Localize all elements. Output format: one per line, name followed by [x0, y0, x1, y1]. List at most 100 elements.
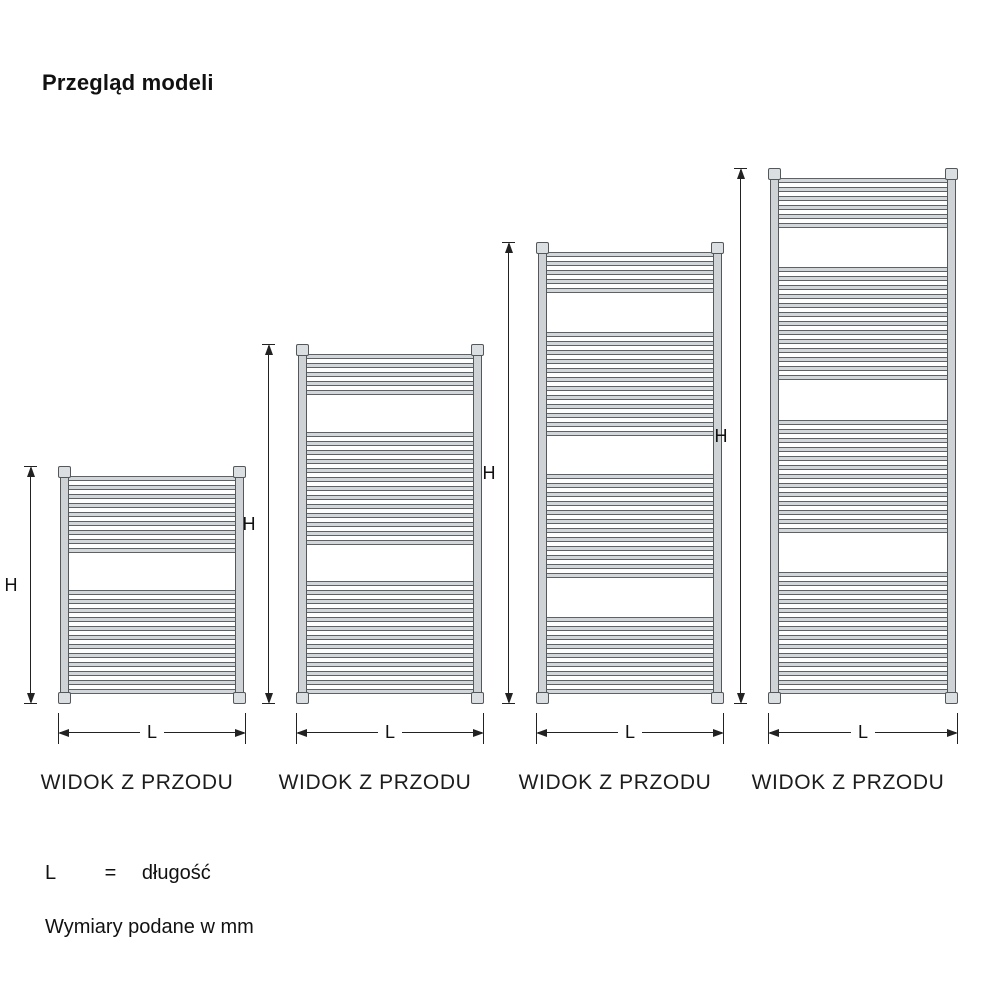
- radiator-tube: [304, 363, 476, 368]
- radiator-4: [768, 168, 958, 704]
- h-arrow-down-icon: [26, 693, 35, 704]
- radiator-tube: [776, 491, 950, 497]
- h-arrow-up-icon: [264, 344, 273, 355]
- radiator-tube: [304, 372, 476, 377]
- radiator-side-bar: [770, 171, 779, 701]
- radiator-top-cap: [233, 466, 246, 478]
- radiator-tube: [776, 599, 950, 604]
- radiator-top-cap: [536, 242, 549, 254]
- l-dimension-label: L: [139, 720, 165, 744]
- radiator-tube: [776, 223, 950, 228]
- radiator-tube: [776, 187, 950, 192]
- radiator-tube: [776, 617, 950, 622]
- l-extension-tick: [245, 713, 246, 744]
- h-extension-tick: [24, 466, 37, 467]
- radiator-side-bar: [713, 245, 722, 701]
- radiator-tube: [544, 564, 716, 570]
- radiator-tube: [304, 485, 476, 491]
- radiator-tube: [544, 537, 716, 543]
- radiator-tube: [304, 530, 476, 536]
- radiator-tube: [544, 501, 716, 507]
- radiator-tube: [304, 390, 476, 395]
- radiator-tube: [304, 381, 476, 386]
- radiator-bottom-cap: [536, 692, 549, 704]
- legend-equals: =: [104, 862, 117, 884]
- radiator-tube: [776, 653, 950, 658]
- radiator-tube: [776, 581, 950, 586]
- l-arrow-right-icon: [235, 728, 246, 737]
- radiator-tube: [304, 476, 476, 482]
- radiator-tube: [304, 671, 476, 676]
- l-arrow-left-icon: [296, 728, 307, 737]
- h-extension-tick: [734, 168, 747, 169]
- radiator-tube: [776, 473, 950, 479]
- radiator-tube: [776, 214, 950, 219]
- legend-value: długość: [141, 862, 211, 884]
- front-view-caption: WIDOK Z PRZODU: [40, 771, 234, 794]
- radiator-tube: [304, 458, 476, 464]
- l-extension-tick: [957, 713, 958, 744]
- l-arrow-left-icon: [768, 728, 779, 737]
- radiator-tube: [66, 653, 238, 658]
- front-view-caption: WIDOK Z PRZODU: [751, 771, 945, 794]
- units-note: Wymiary podane w mm: [45, 916, 254, 938]
- radiator-tube: [776, 680, 950, 685]
- radiator-tube: [544, 573, 716, 579]
- radiator-tube: [544, 680, 716, 685]
- radiator-tube: [544, 510, 716, 516]
- radiator-tube: [304, 512, 476, 518]
- radiator-tube: [776, 178, 950, 183]
- radiator-tube: [776, 348, 950, 354]
- h-dimension-label: H: [242, 514, 256, 534]
- radiator-tube: [776, 267, 950, 273]
- radiator-tube: [776, 455, 950, 461]
- radiator-top-cap: [58, 466, 71, 478]
- radiator-tube: [304, 662, 476, 667]
- radiator-tube: [66, 590, 238, 595]
- h-arrow-down-icon: [504, 693, 513, 704]
- radiator-tube: [66, 539, 238, 544]
- radiator-tube: [66, 548, 238, 553]
- radiator-tube: [544, 376, 716, 382]
- legend-symbol: L: [45, 862, 57, 884]
- radiator-side-bar: [473, 347, 482, 701]
- l-arrow-right-icon: [473, 728, 484, 737]
- radiator-bottom-cap: [945, 692, 958, 704]
- radiator-tube: [776, 482, 950, 488]
- h-extension-tick: [24, 703, 37, 704]
- radiator-tube: [544, 270, 716, 275]
- radiator-tube: [776, 608, 950, 613]
- radiator-tube: [304, 680, 476, 685]
- radiator-tube: [304, 626, 476, 631]
- l-arrow-left-icon: [536, 728, 547, 737]
- radiator-tube: [544, 288, 716, 293]
- radiator-tube: [776, 375, 950, 381]
- radiator-tube: [66, 530, 238, 535]
- radiator-tube: [544, 626, 716, 631]
- radiator-tube: [66, 512, 238, 517]
- radiator-tube: [544, 617, 716, 622]
- radiator-tube: [776, 205, 950, 210]
- h-extension-tick: [734, 703, 747, 704]
- radiator-tube: [544, 412, 716, 418]
- radiator-tube: [66, 671, 238, 676]
- radiator-side-bar: [947, 171, 956, 701]
- h-arrow-down-icon: [264, 693, 273, 704]
- radiator-tube: [776, 509, 950, 515]
- radiator-tube: [544, 394, 716, 400]
- radiator-tube: [776, 312, 950, 318]
- radiator-tube: [776, 196, 950, 201]
- h-arrow-up-icon: [26, 466, 35, 477]
- radiator-tube: [776, 366, 950, 372]
- radiator-tube: [776, 644, 950, 649]
- radiator-3: [536, 242, 724, 704]
- radiator-side-bar: [538, 245, 547, 701]
- radiator-tube: [66, 617, 238, 622]
- radiator-bottom-cap: [471, 692, 484, 704]
- radiator-tube: [66, 503, 238, 508]
- radiator-tube: [544, 689, 716, 694]
- radiator-tube: [544, 385, 716, 391]
- front-view-caption: WIDOK Z PRZODU: [518, 771, 712, 794]
- l-dimension-label: L: [617, 720, 643, 744]
